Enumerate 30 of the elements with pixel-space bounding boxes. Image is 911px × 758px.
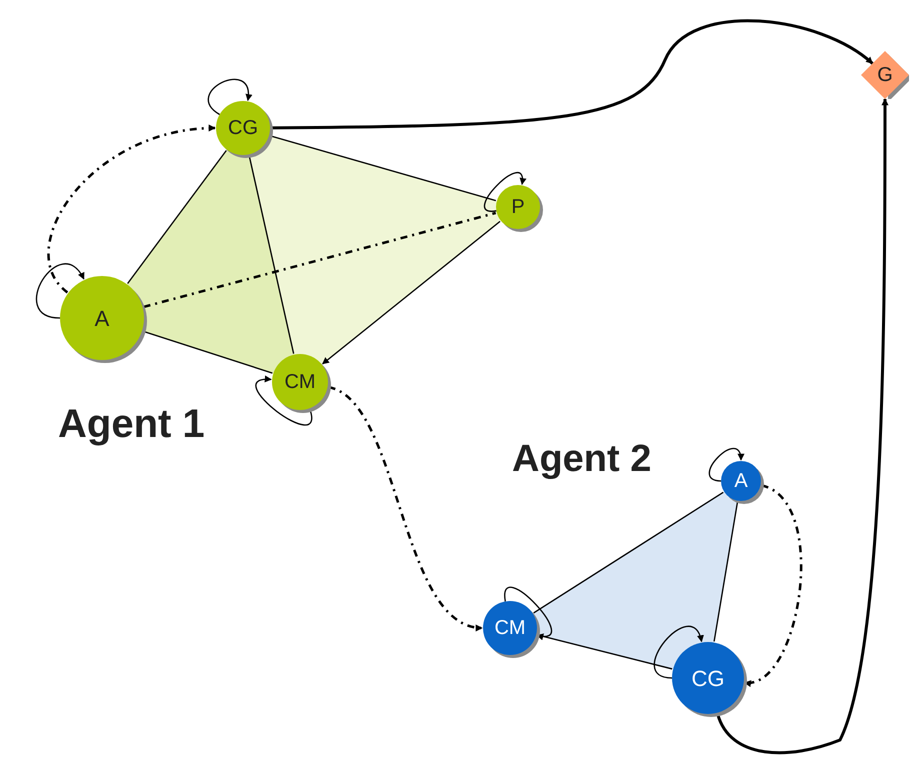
connector [716,98,888,754]
node-label: CM [494,616,526,641]
connector [322,220,500,364]
self-loop-arrow [484,172,526,212]
connector [270,135,496,202]
node-label: P [511,195,525,220]
agent-title: Agent 2 [512,440,652,478]
agent-title: Agent 1 [58,404,205,444]
node-label: A [734,469,748,494]
connector [127,150,227,284]
connector [328,386,483,630]
node-label: CM [284,370,316,395]
node-label: G [877,63,893,88]
connector [533,492,724,614]
self-loop-arrow [36,264,84,319]
self-loop-arrow [504,587,552,640]
connector [47,125,216,294]
self-loop-arrow [208,78,252,116]
connector [744,484,802,686]
node-label: CG [692,664,724,692]
connector [248,155,294,354]
connector [143,212,496,308]
self-loop-arrow [654,626,703,679]
self-loop-arrow [256,376,312,426]
node-label: CG [228,116,258,141]
node-label: A [94,304,110,332]
connector [270,20,874,130]
self-loop-arrow [708,448,744,482]
goal-diamond [861,51,909,99]
connector [713,502,738,642]
